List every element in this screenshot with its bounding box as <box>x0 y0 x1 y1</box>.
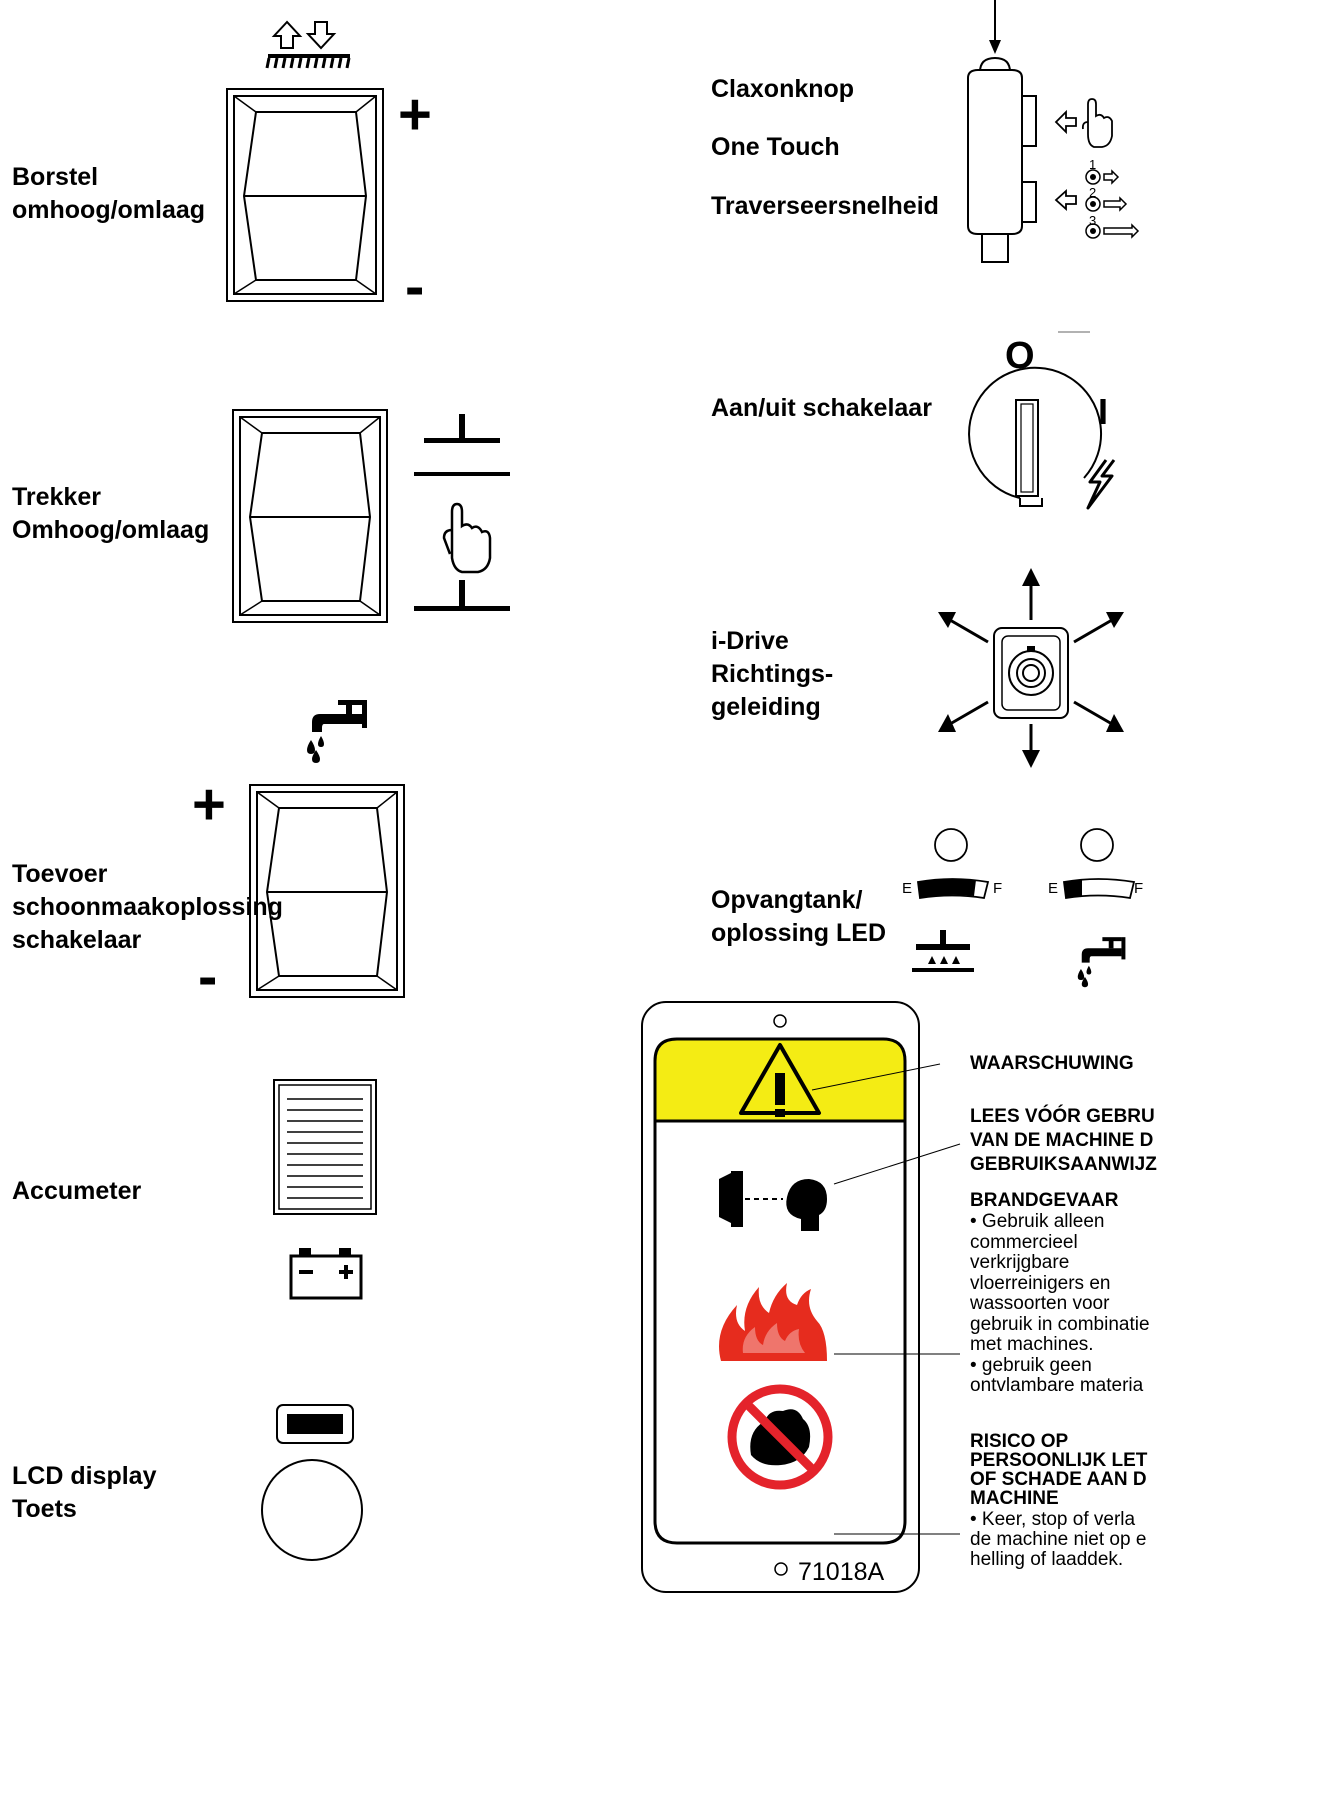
idrive-label: i-Drive Richtings- geleiding <box>711 627 834 721</box>
decal-part-number: 71018A <box>798 1558 885 1586</box>
squeegee-position-icon <box>414 414 510 611</box>
idrive-directional-control[interactable] <box>936 568 1126 772</box>
horn-label: Claxonknop <box>711 75 855 103</box>
battery-icon <box>289 1248 363 1300</box>
lcd-display-window <box>276 1404 354 1444</box>
brush-label: Borstel omhoog/omlaag <box>12 163 206 224</box>
recovery-gauge-empty: E <box>902 880 913 897</box>
warning-decal <box>641 1001 920 1593</box>
lcd-round-button[interactable] <box>260 1458 364 1562</box>
brush-minus-sign: - <box>405 254 425 319</box>
solution-gauge-full: F <box>1134 880 1144 897</box>
travel-speed-label: Traverseersnelheid <box>711 192 939 220</box>
control-handle[interactable] <box>958 0 1048 270</box>
brush-up-down-icon <box>265 20 351 69</box>
decal-warning-title: WAARSCHUWING <box>970 1053 1134 1074</box>
solution-gauge-icon <box>1063 878 1136 900</box>
speed-number-3: 3 <box>1089 213 1097 228</box>
power-switch-label: Aan/uit schakelaar <box>711 394 932 422</box>
brush-plus-sign: + <box>398 82 432 147</box>
decal-read-manual: LEES VÓÓR GEBRU VAN DE MACHINE D GEBRUIK… <box>970 1106 1157 1175</box>
power-key-switch[interactable] <box>958 330 1120 512</box>
accumeter-label: Accumeter <box>12 1177 142 1205</box>
solution-plus-sign: + <box>192 772 226 837</box>
squeegee-label: Trekker Omhoog/omlaag <box>12 483 210 544</box>
recovery-tank-icon <box>912 930 974 972</box>
lcd-label: LCD display Toets <box>12 1462 157 1523</box>
solution-tank-faucet-icon <box>1077 937 1126 988</box>
power-on-symbol: I <box>1098 391 1109 432</box>
horn-press-icon <box>1054 98 1113 148</box>
brush-rocker-switch[interactable] <box>226 88 384 302</box>
decal-injury-title: RISICO OP PERSOONLIJK LET OF SCHADE AAN … <box>970 1431 1148 1509</box>
speed-press-arrow-icon <box>1054 188 1077 212</box>
one-touch-label: One Touch <box>711 133 840 161</box>
solution-label: Toevoer schoonmaakoplossing schakelaar <box>12 860 283 954</box>
speed-levels-icon <box>1085 169 1140 239</box>
tank-led-label: Opvangtank/ oplossing LED <box>711 886 886 947</box>
decal-leader-lines <box>811 1063 961 1535</box>
speed-number-1: 1 <box>1089 157 1097 172</box>
speed-number-2: 2 <box>1089 185 1097 200</box>
decal-fire-title: BRANDGEVAAR <box>970 1190 1119 1211</box>
recovery-tank-led <box>934 828 968 862</box>
accumeter-display <box>273 1079 377 1215</box>
solution-rocker-switch[interactable] <box>249 784 405 998</box>
solution-minus-sign: - <box>198 944 218 1009</box>
squeegee-rocker-switch[interactable] <box>232 409 388 623</box>
recovery-gauge-icon <box>917 878 990 900</box>
recovery-gauge-full: F <box>993 880 1003 897</box>
decal-injury-text: • Keer, stop of verla de machine niet op… <box>970 1509 1147 1570</box>
solution-gauge-empty: E <box>1048 880 1059 897</box>
solution-faucet-icon <box>307 700 367 763</box>
solution-tank-led <box>1080 828 1114 862</box>
decal-fire-text: • Gebruik alleen commercieel verkrijgbar… <box>970 1211 1150 1396</box>
